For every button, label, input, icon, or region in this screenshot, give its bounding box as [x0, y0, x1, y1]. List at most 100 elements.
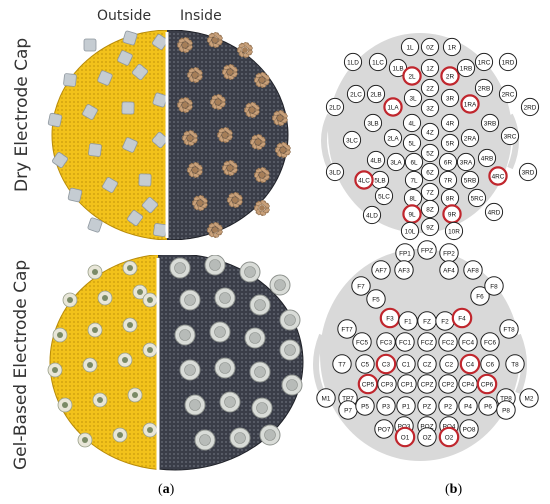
gel-electrode-cup [244, 327, 266, 349]
electrode-2rb: 2RB [474, 78, 494, 98]
electrode-3rd: 3RD [518, 162, 538, 182]
electrode-label: 1LD [347, 59, 359, 66]
electrode-9z: 9Z [420, 217, 440, 237]
electrode-cp6: CP6 [476, 373, 498, 395]
electrode-3la: 3LA [386, 152, 406, 172]
gel-electrode [52, 327, 68, 343]
electrode-3rc: 3RC [500, 126, 520, 146]
electrode-po8: PO8 [459, 419, 479, 439]
electrode-label: 4RD [488, 209, 501, 216]
electrode-label: 9R [448, 211, 457, 218]
electrode-8z: 8Z [420, 199, 440, 219]
electrode-label: 10L [405, 228, 416, 235]
gel-electrode-cup [179, 289, 201, 311]
inside-label: Inside [180, 8, 222, 24]
electrode-9l: 9L [402, 204, 422, 224]
electrode-holder [63, 73, 77, 87]
electrode-label: F3 [386, 315, 394, 322]
electrode-p6: P6 [478, 396, 498, 416]
electrode-label: FC5 [356, 339, 369, 346]
electrode-5lb: 5LB [370, 170, 390, 190]
electrode-label: 4LB [370, 157, 381, 164]
electrode-holder [102, 177, 118, 193]
dry-electrode-pins [177, 32, 291, 238]
electrode-4ld: 4LD [362, 205, 382, 225]
electrode-f3: F3 [379, 307, 401, 329]
electrode-3r: 3R [440, 88, 460, 108]
electrode-holder [141, 196, 159, 214]
electrode-label: CP3 [381, 381, 394, 388]
electrode-10l: 10L [400, 221, 420, 241]
electrode-2r: 2R [440, 66, 460, 86]
electrode-label: 6R [444, 159, 453, 166]
electrode-label: P6 [484, 403, 492, 410]
electrode-c6: C6 [480, 354, 500, 374]
dry-pin-cluster [244, 102, 260, 118]
gel-electrode-cup [204, 255, 226, 276]
gel-electrode-cup [281, 374, 303, 396]
electrode-label: 1RC [478, 59, 491, 66]
electrode-label: 3LB [367, 120, 378, 127]
electrode-label: P5 [361, 403, 369, 410]
gel-electrode-cup [169, 257, 191, 279]
electrode-4rd: 4RD [484, 202, 504, 222]
electrode-label: 2RC [502, 91, 515, 98]
dry-pin-cluster [254, 72, 270, 88]
electrode-label: P1 [402, 403, 410, 410]
electrode-label: C3 [382, 361, 391, 368]
electrode-label: FCZ [421, 339, 434, 346]
electrode-label: 4LC [358, 177, 370, 184]
electrode-4lc: 4LC [354, 170, 374, 190]
dry-cap-label: Dry Electrode Cap [12, 37, 32, 192]
electrode-label: 1RA [464, 101, 477, 108]
electrode-holder [97, 70, 113, 86]
electrode-label: 7L [410, 177, 418, 184]
electrode-label: 1RB [460, 65, 472, 72]
electrode-label: FP1 [399, 250, 411, 257]
electrode-label: TP8 [500, 395, 512, 402]
gel-electrode [47, 362, 63, 378]
electrode-label: 8R [446, 195, 455, 202]
dry-cap-inside [167, 30, 291, 240]
electrode-label: 1LA [387, 104, 399, 111]
electrode-1la: 1LA [383, 97, 403, 117]
electrode-fp2: FP2 [439, 243, 459, 263]
electrode-label: 1Z [426, 65, 434, 72]
electrode-o2: O2 [438, 426, 460, 448]
electrode-label: 1LC [372, 59, 384, 66]
electrode-label: 4Z [426, 129, 434, 136]
electrode-holder [153, 223, 167, 237]
electrode-5r: 5R [440, 133, 460, 153]
electrode-4z: 4Z [420, 122, 440, 142]
electrode-9r: 9R [442, 204, 462, 224]
electrode-label: 5Z [426, 150, 434, 157]
electrode-2la: 2LA [383, 128, 403, 148]
electrode-c1: C1 [396, 354, 416, 374]
electrode-label: 2LD [329, 104, 341, 111]
outside-label: Outside [97, 8, 152, 24]
electrode-3lc: 3LC [342, 130, 362, 150]
electrode-c5: C5 [355, 354, 375, 374]
electrode-label: FZ [423, 318, 431, 325]
electrode-label: F7 [357, 283, 365, 290]
electrode-label: 6Z [426, 169, 434, 176]
electrode-m2: M2 [519, 388, 539, 408]
electrode-2rd: 2RD [520, 97, 540, 117]
dry-pin-cluster [272, 110, 288, 126]
electrode-label: FC3 [380, 339, 393, 346]
electrode-c4: C4 [459, 353, 481, 375]
dry-pin-cluster [275, 142, 291, 158]
gel-cap-outside [47, 255, 158, 470]
electrode-af4: AF4 [439, 260, 459, 280]
electrode-label: CPZ [421, 381, 434, 388]
electrode-1ld: 1LD [343, 52, 363, 72]
electrode-2ld: 2LD [325, 97, 345, 117]
electrode-2z: 2Z [420, 78, 440, 98]
electrode-t7: T7 [332, 354, 352, 374]
electrode-label: 9L [408, 211, 416, 218]
electrode-f7: F7 [351, 276, 371, 296]
electrode-label: FPZ [421, 247, 433, 254]
gel-electrode [122, 260, 138, 276]
electrode-10r: 10R [444, 221, 464, 241]
